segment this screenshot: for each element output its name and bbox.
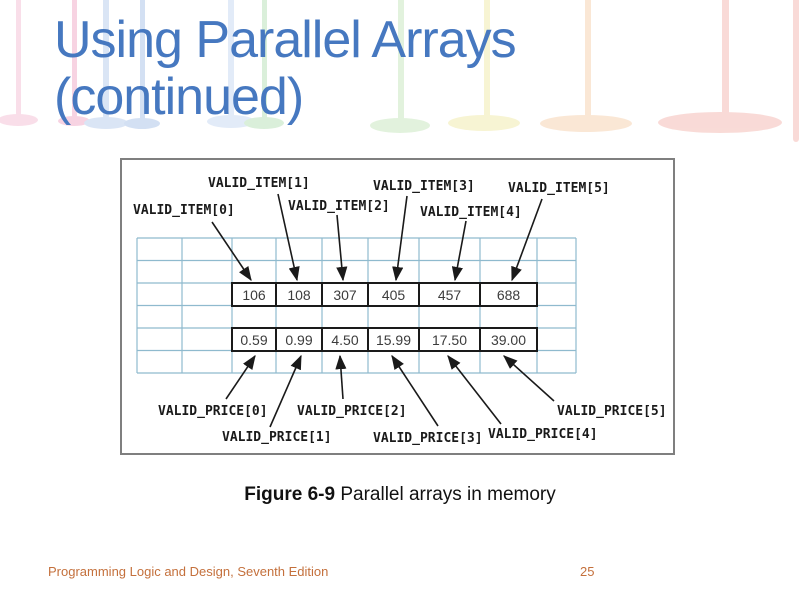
- item-cell-3: 405: [367, 282, 420, 307]
- figure-frame: [120, 158, 675, 455]
- footer-page-number: 25: [580, 564, 595, 579]
- figure-caption: Figure 6-9 Parallel arrays in memory: [0, 484, 800, 506]
- price-label-2: VALID_PRICE[2]: [297, 404, 407, 419]
- item-cell-1: 108: [275, 282, 323, 307]
- item-label-0: VALID_ITEM[0]: [133, 203, 235, 218]
- price-label-4: VALID_PRICE[4]: [488, 427, 598, 442]
- price-cell-1: 0.99: [275, 327, 323, 352]
- footer-book-title: Programming Logic and Design, Seventh Ed…: [48, 564, 329, 579]
- item-label-3: VALID_ITEM[3]: [373, 179, 475, 194]
- price-cell-3: 15.99: [367, 327, 420, 352]
- slide-title-line2: (continued): [54, 68, 304, 126]
- price-label-3: VALID_PRICE[3]: [373, 431, 483, 446]
- price-cell-2: 4.50: [321, 327, 369, 352]
- figure-caption-text: Parallel arrays in memory: [340, 484, 556, 505]
- slide-title-line1: Using Parallel Arrays: [54, 11, 517, 69]
- figure-caption-label: Figure 6-9: [244, 484, 336, 505]
- item-label-4: VALID_ITEM[4]: [420, 205, 522, 220]
- item-label-5: VALID_ITEM[5]: [508, 181, 610, 196]
- price-cell-4: 17.50: [418, 327, 481, 352]
- item-label-1: VALID_ITEM[1]: [208, 176, 310, 191]
- price-label-1: VALID_PRICE[1]: [222, 430, 332, 445]
- item-cell-5: 688: [479, 282, 538, 307]
- item-cell-2: 307: [321, 282, 369, 307]
- price-label-0: VALID_PRICE[0]: [158, 404, 268, 419]
- price-cell-5: 39.00: [479, 327, 538, 352]
- item-cell-0: 106: [231, 282, 277, 307]
- item-label-2: VALID_ITEM[2]: [288, 199, 390, 214]
- slide-title: Using Parallel Arrays (continued): [54, 12, 694, 126]
- item-cell-4: 457: [418, 282, 481, 307]
- price-cell-0: 0.59: [231, 327, 277, 352]
- price-label-5: VALID_PRICE[5]: [557, 404, 667, 419]
